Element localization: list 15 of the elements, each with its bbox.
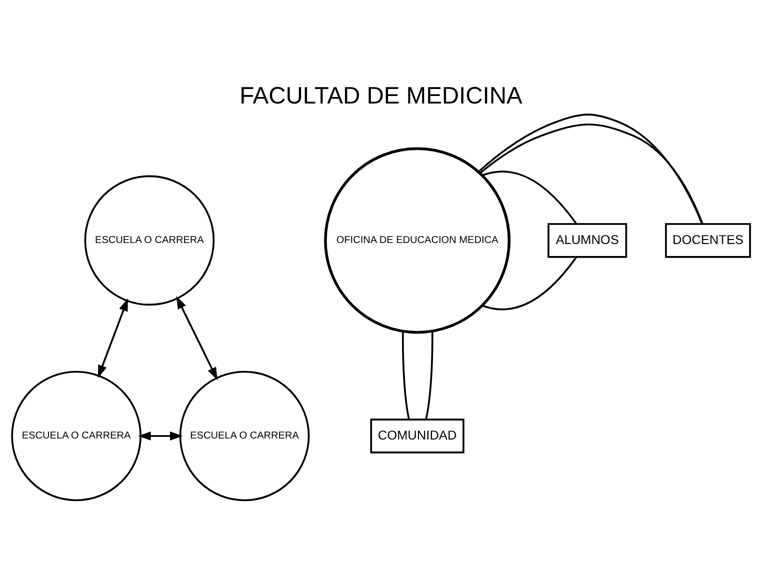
node-circle: ESCUELA O CARRERA — [11, 370, 142, 501]
node-circle: ESCUELA O CARRERA — [84, 174, 215, 306]
arrow — [98, 298, 128, 378]
connector — [482, 170, 578, 224]
arrow — [176, 295, 218, 380]
connector — [482, 256, 578, 310]
connector — [402, 330, 410, 419]
node-circle: ESCUELA O CARRERA — [179, 370, 310, 501]
node-box: DOCENTES — [665, 222, 751, 258]
node-box: COMUNIDAD — [370, 418, 464, 453]
diagram-title: FACULTAD DE MEDICINA — [240, 82, 522, 109]
arrow — [138, 431, 183, 440]
node-box: ALUMNOS — [548, 222, 628, 258]
connector — [425, 330, 434, 420]
node-circle: OFICINA DE EDUCACION MEDICA — [324, 146, 510, 334]
